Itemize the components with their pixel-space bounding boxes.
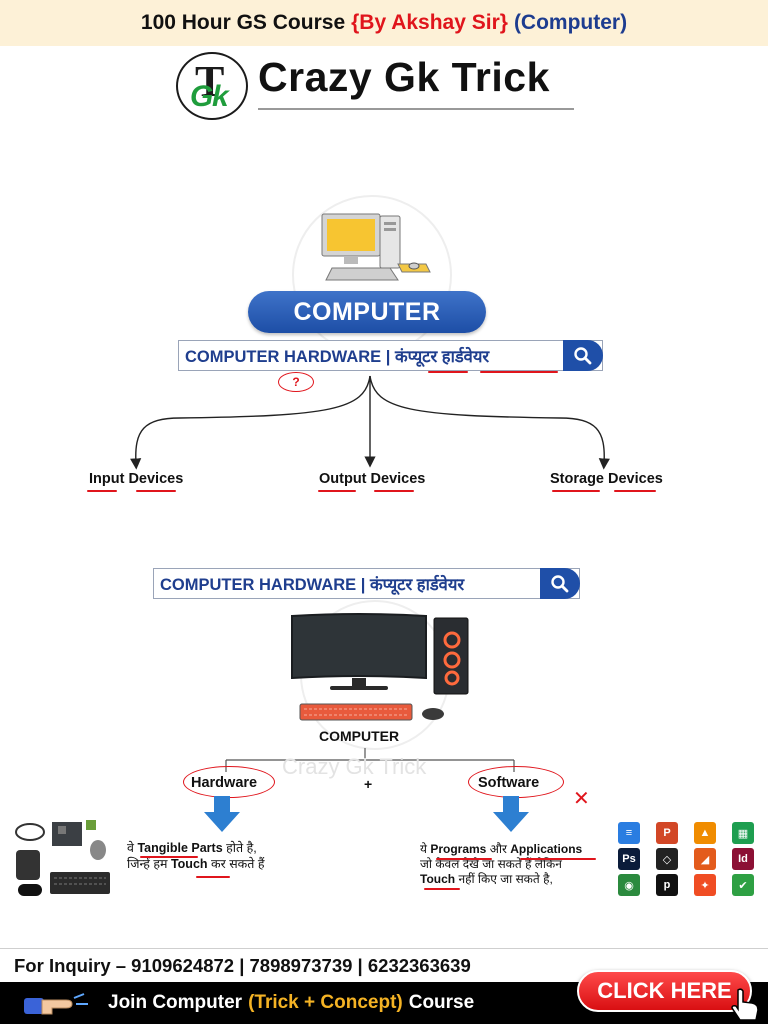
software-desc-text: नहीं किए जा सकते है, (458, 872, 553, 886)
software-description: ये Programs और Applications जो केवल देखे… (420, 842, 582, 887)
google-sheets-icon: ▦ (732, 822, 754, 844)
plus-sign: + (364, 776, 373, 792)
banner-subject-text: (Computer) (513, 11, 628, 34)
click-here-button[interactable]: CLICK HERE (577, 970, 752, 1012)
computer-label: COMPUTER (319, 728, 400, 744)
annotation-underline (520, 858, 596, 860)
cursor-hand-icon (731, 988, 759, 1021)
app-icon-orange: ✦ (694, 874, 716, 896)
hardware-desc-text: जिन्हें हम (127, 857, 168, 871)
tidal-icon: ◇ (656, 848, 678, 870)
indesign-icon: Id (732, 848, 754, 870)
join-highlight-text: (Trick + Concept) (248, 992, 403, 1013)
question-mark: ? (292, 375, 300, 389)
annotation-underline (196, 876, 230, 878)
hardware-tree-arrows (130, 375, 610, 470)
pointing-hand-icon (24, 993, 88, 1015)
software-app-icons: ≡ P ▲ ▦ Ps ◇ ◢ Id ◉ p ✦ ✔ (618, 822, 758, 900)
annotation-underline (374, 490, 414, 492)
hardware-desc-text: होते है, (226, 841, 257, 855)
storage-devices-label: Storage Devices (550, 471, 663, 487)
annotation-underline (140, 856, 198, 858)
powerpoint-icon: P (656, 822, 678, 844)
software-desc-emphasis: Programs (430, 842, 487, 856)
annotation-underline (318, 490, 356, 492)
search-bar-text: COMPUTER HARDWARE | कंप्यूटर हार्डवेयर (185, 348, 490, 366)
annotation-underline (552, 490, 600, 492)
question-annotation: ? (278, 372, 314, 392)
hardware-desc-text: कर सकते हैं (211, 857, 265, 871)
annotation-underline (424, 888, 460, 890)
app-icon-green: ✔ (732, 874, 754, 896)
search-button[interactable] (540, 568, 580, 599)
computer-heading-pill: COMPUTER (248, 291, 486, 333)
software-desc-text: जो केवल देखे जा सकते हैं लेकिन (420, 857, 562, 871)
top-banner: 100 Hour GS Course {By Akshay Sir} (Comp… (0, 0, 768, 46)
annotation-underline (436, 858, 492, 860)
gaming-pc-illustration (291, 613, 469, 721)
cross-annotation: ✕ (573, 788, 590, 810)
join-text: Join Computer (108, 992, 243, 1013)
click-here-label: CLICK HERE (597, 978, 732, 1003)
banner-teacher-text: {By Akshay Sir} (351, 11, 508, 34)
software-desc-text: और (489, 842, 507, 856)
brand-logo: T G k Crazy Gk Trick (176, 52, 586, 122)
hardware-devices-illustration (15, 820, 110, 896)
vlc-icon: ▲ (694, 822, 716, 844)
hardware-desc-text: वे (127, 841, 134, 855)
annotation-underline (614, 490, 656, 492)
desktop-computer-illustration (321, 213, 431, 281)
join-text: Course (408, 992, 475, 1013)
hardware-description: वे Tangible Parts होते है, जिन्हें हम To… (127, 840, 265, 872)
annotation-underline (87, 490, 117, 492)
software-desc-emphasis: Touch (420, 872, 456, 886)
software-desc-emphasis: Applications (510, 842, 583, 856)
logo-monogram-g: G (190, 80, 214, 113)
hardware-label: Hardware (191, 775, 258, 791)
logo-monogram: T G k (176, 52, 248, 120)
brand-underline (258, 108, 574, 110)
photoshop-icon: Ps (618, 848, 640, 870)
software-desc-text: ये (420, 842, 427, 856)
hardware-desc-emphasis: Touch (170, 857, 208, 871)
logo-monogram-k: k (212, 80, 229, 113)
watermark-text: Crazy Gk Trick (282, 754, 427, 779)
search-button[interactable] (563, 340, 603, 371)
search-bar-hardware-1[interactable]: COMPUTER HARDWARE | कंप्यूटर हार्डवेयर (178, 340, 603, 371)
input-devices-label: Input Devices (89, 471, 184, 487)
software-hardware-branches (225, 748, 515, 772)
inquiry-line: For Inquiry – 9109624872 | 7898973739 | … (0, 948, 768, 982)
software-label: Software (478, 775, 540, 791)
chrome-icon: ◉ (618, 874, 640, 896)
search-bar-text: COMPUTER HARDWARE | कंप्यूटर हार्डवेयर (160, 576, 465, 594)
search-bar-hardware-2[interactable]: COMPUTER HARDWARE | कंप्यूटर हार्डवेयर (153, 568, 580, 599)
google-docs-icon: ≡ (618, 822, 640, 844)
annotation-underline (480, 371, 558, 373)
banner-course-text: 100 Hour GS Course (140, 11, 346, 34)
brand-title: Crazy Gk Trick (258, 54, 550, 100)
logo-monogram-t: T (195, 57, 225, 106)
annotation-underline (428, 371, 468, 373)
hardware-desc-emphasis: Tangible Parts (137, 841, 223, 855)
software-down-arrow (493, 796, 529, 832)
output-devices-label: Output Devices (319, 471, 426, 487)
matlab-icon: ◢ (694, 848, 716, 870)
search-icon (574, 346, 592, 364)
hardware-down-arrow (204, 796, 240, 832)
search-icon (551, 574, 569, 592)
pandora-icon: p (656, 874, 678, 896)
annotation-underline (136, 490, 176, 492)
